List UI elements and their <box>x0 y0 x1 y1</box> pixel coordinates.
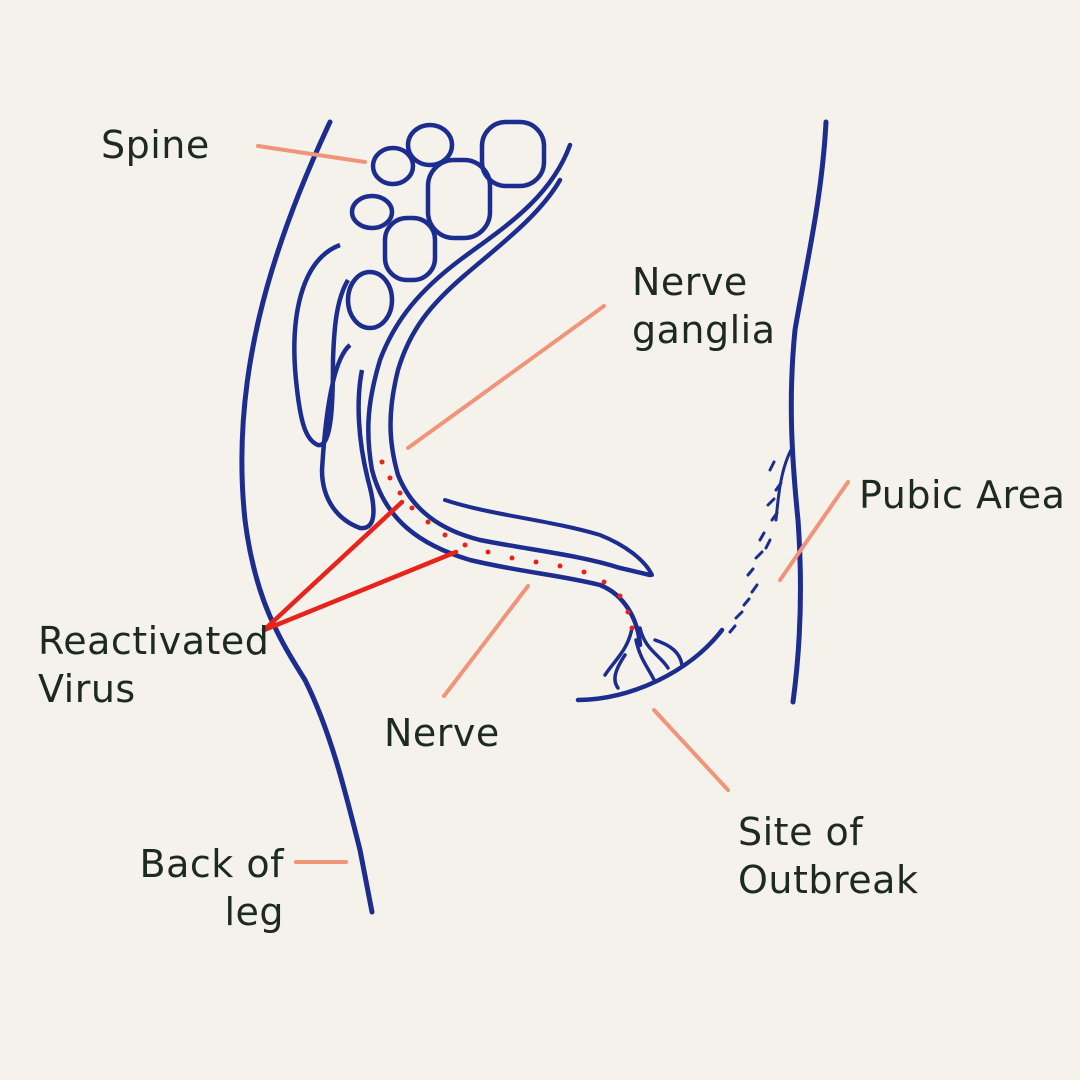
skin-surface <box>575 627 725 703</box>
pubic-area-leader <box>778 480 850 582</box>
virus-pointers <box>261 499 459 633</box>
pelvic-bone <box>319 343 376 531</box>
leader-lines <box>256 144 850 864</box>
back-outline <box>239 119 375 915</box>
label-nerve-ganglia: Nerve ganglia <box>632 258 776 354</box>
label-spine-text: Spine <box>101 123 210 167</box>
nerve-endings <box>603 626 684 690</box>
label-nerve-text: Nerve <box>384 711 500 755</box>
label-site-of-outbreak-line2: Outbreak <box>738 858 919 902</box>
label-pubic-area-text: Pubic Area <box>859 473 1066 517</box>
label-nerve-ganglia-line1: Nerve <box>632 260 748 304</box>
outbreak-leader <box>652 708 730 792</box>
label-nerve: Nerve <box>384 709 500 757</box>
vertebrae <box>345 119 547 331</box>
label-reactivated-virus: Reactivated Virus <box>38 617 269 713</box>
pubic-hair-marks <box>728 446 794 634</box>
label-reactivated-virus-line1: Reactivated <box>38 619 270 663</box>
nerve-leader <box>442 584 530 698</box>
spine-leader <box>256 144 367 164</box>
label-nerve-ganglia-line2: ganglia <box>632 308 776 352</box>
label-site-of-outbreak: Site of Outbreak <box>738 808 918 904</box>
label-back-of-leg: Back of leg <box>120 840 284 936</box>
label-back-of-leg-line1: Back of <box>139 842 284 886</box>
sacrum-bone <box>292 242 350 448</box>
nerve-branch-upper <box>443 498 654 577</box>
label-reactivated-virus-line2: Virus <box>38 667 136 711</box>
label-spine: Spine <box>101 121 210 169</box>
spinal-cord-outer <box>366 142 643 648</box>
nerve-ganglia-leader <box>406 304 606 450</box>
label-pubic-area: Pubic Area <box>859 471 1065 519</box>
front-outline <box>788 119 829 705</box>
label-back-of-leg-line2: leg <box>224 890 284 934</box>
spinal-cord-inner <box>388 177 653 578</box>
label-site-of-outbreak-line1: Site of <box>738 810 864 854</box>
virus-particles <box>379 459 635 631</box>
